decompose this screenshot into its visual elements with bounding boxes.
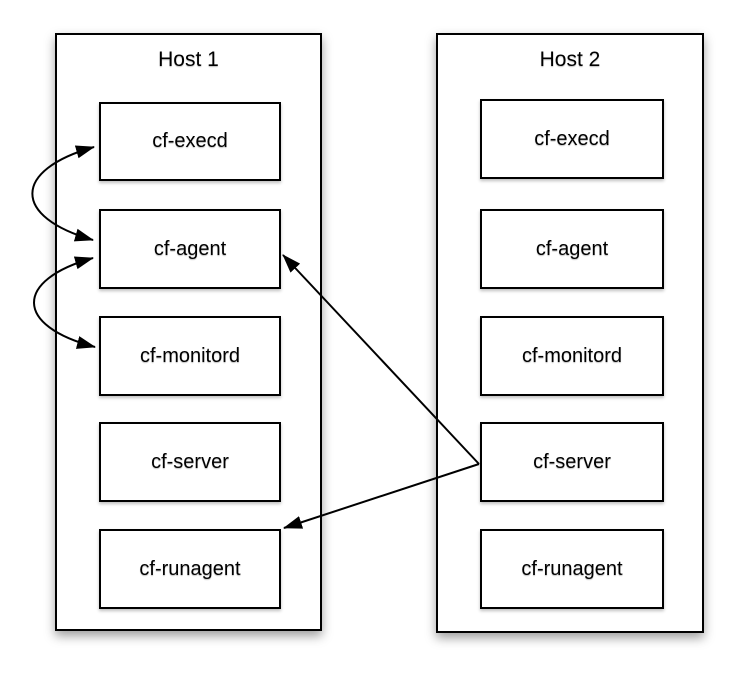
component-label: cf-agent bbox=[535, 237, 609, 260]
host1-box: Host 1 cf-execd cf-agent cf-monitord cf-… bbox=[55, 33, 322, 631]
host1-cf-execd-box: cf-execd bbox=[99, 102, 281, 181]
host1-cf-agent-box: cf-agent bbox=[99, 209, 281, 289]
component-label: cf-agent bbox=[153, 237, 227, 260]
component-label: cf-runagent bbox=[139, 557, 241, 580]
component-label: cf-execd bbox=[152, 130, 228, 152]
host1-cf-monitord-box: cf-monitord bbox=[99, 316, 281, 396]
host1-cf-runagent-box: cf-runagent bbox=[99, 529, 281, 609]
host1-title: Host 1 bbox=[158, 48, 219, 71]
host1-cf-server-box: cf-server bbox=[99, 422, 281, 502]
component-label: cf-server bbox=[533, 450, 611, 473]
host2-title: Host 2 bbox=[539, 48, 601, 71]
host2-cf-runagent-box: cf-runagent bbox=[480, 529, 664, 609]
host2-cf-agent-box: cf-agent bbox=[480, 209, 664, 289]
host2-cf-monitord-box: cf-monitord bbox=[480, 316, 664, 396]
component-label: cf-server bbox=[151, 450, 229, 473]
component-label: cf-monitord bbox=[139, 344, 241, 367]
host2-cf-execd-box: cf-execd bbox=[480, 99, 664, 179]
component-label: cf-runagent bbox=[521, 557, 623, 580]
component-label: cf-monitord bbox=[521, 344, 623, 367]
component-label: cf-execd bbox=[534, 127, 610, 150]
host2-box: Host 2 cf-execd cf-agent cf-monitord cf-… bbox=[436, 33, 704, 633]
host2-cf-server-box: cf-server bbox=[480, 422, 664, 502]
